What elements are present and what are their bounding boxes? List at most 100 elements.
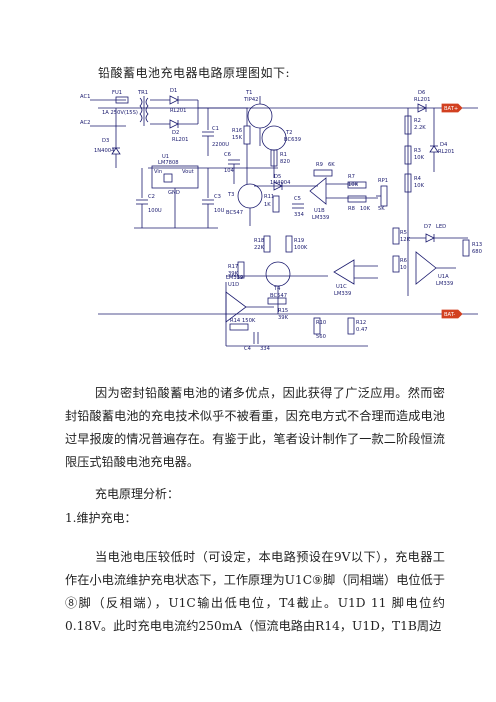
label-c2: C2 (148, 194, 155, 200)
label-r17: R17 (228, 264, 238, 270)
label-r1: R1 (280, 152, 287, 158)
label-u1b-part: LM339 (312, 215, 329, 221)
label-r9: R9 (316, 162, 323, 168)
circuit-schematic: AC1 AC2 FU1 1A 250V(15S) TR1 D1 RL201 D2… (80, 88, 482, 352)
label-d7: D7 (424, 224, 431, 230)
label-t3: T3 (227, 192, 234, 198)
label-d3-part: 1N4004 (94, 148, 115, 154)
label-r2: R2 (414, 118, 421, 124)
heading-principle: 充电原理分析： (95, 487, 180, 501)
label-r10: R10 (316, 320, 326, 326)
heading-maintenance-charge: 1.维护充电： (65, 511, 137, 525)
label-u1: U1 (162, 154, 169, 160)
label-tr1: TR1 (137, 90, 148, 96)
label-fuse-spec: 1A 250V(15S) (102, 110, 138, 116)
label-r14: R14 (230, 318, 241, 324)
label-t1: T1 (245, 90, 252, 96)
label-u1a: U1A (438, 274, 449, 280)
label-u1d-part: LM339 (226, 275, 243, 281)
label-r5-val: 12K (400, 237, 411, 243)
label-r13: R13 (472, 242, 482, 248)
label-u1a-part: LM339 (436, 281, 453, 287)
label-r6-val: 10 (400, 265, 407, 271)
label-u1b: U1B (314, 208, 325, 214)
label-r4: R4 (414, 176, 422, 182)
label-d1-part: RL201 (170, 108, 186, 114)
label-r1-val: 820 (280, 159, 290, 165)
label-u1c-part: LM339 (334, 291, 351, 297)
label-t4-part: BC547 (270, 293, 287, 299)
label-t2: T2 (285, 130, 292, 136)
label-bat-neg: BAT- (444, 312, 455, 318)
label-d3: D3 (102, 138, 109, 144)
label-c5: C5 (294, 196, 301, 202)
label-d5-part: 1N4004 (270, 180, 291, 186)
label-led: LED (436, 224, 446, 230)
label-vin: Vin (154, 169, 162, 175)
label-t1-part: TIP42 (243, 97, 258, 103)
label-r13-val: 680 (472, 249, 482, 255)
label-r16: R16 (232, 128, 242, 134)
label-r12-val: 0.47 (356, 327, 368, 333)
label-r9-val: 6K (328, 162, 335, 168)
label-r11-val: 1K (264, 202, 271, 208)
label-c6: C6 (224, 152, 231, 158)
label-u1-part: LM7808 (158, 160, 179, 166)
label-d6: D6 (418, 90, 425, 96)
label-r3: R3 (414, 148, 421, 154)
label-r18-val: 22K (254, 245, 265, 251)
label-vout: Vout (182, 169, 194, 175)
label-r8-val: 10K (360, 206, 371, 212)
label-c1: C1 (212, 126, 219, 132)
label-r3-val: 10K (414, 155, 425, 161)
label-r10-val: 560 (316, 334, 326, 340)
label-fu1: FU1 (112, 90, 122, 96)
label-c5-val: 334 (294, 212, 305, 218)
label-d4: D4 (440, 142, 448, 148)
label-d5: D5 (274, 174, 281, 180)
label-r7-val: 10K (348, 182, 359, 188)
label-c4-val: 334 (260, 346, 271, 352)
label-t4: T4 (273, 286, 281, 292)
document-title: 铅酸蓄电池充电器电路原理图如下: (98, 66, 291, 80)
label-r19-val: 100K (294, 245, 308, 251)
label-r6: R6 (400, 258, 407, 264)
label-r7: R7 (348, 174, 355, 180)
label-c3-val: 10U (214, 208, 225, 214)
label-d1: D1 (170, 88, 177, 94)
label-u1c: U1C (336, 284, 347, 290)
label-ac2: AC2 (80, 120, 90, 126)
label-r11: R11 (264, 194, 274, 200)
label-r5: R5 (400, 230, 407, 236)
paragraph-intro: 因为密封铅酸蓄电池的诸多优点，因此获得了广泛应用。然而密封铅酸蓄电池的充电技术似… (65, 386, 445, 470)
label-d2-part: RL201 (172, 137, 188, 143)
label-t3-part: BC547 (226, 210, 243, 216)
paragraph-maintenance: 当电池电压较低时（可设定，本电路预设在9V以下），充电器工作在小电流维护充电状态… (65, 550, 445, 634)
label-r19: R19 (294, 238, 304, 244)
label-t2-part: BC639 (284, 137, 301, 143)
label-r12: R12 (356, 320, 366, 326)
label-u1d: U1D (228, 282, 239, 288)
label-r18: R18 (254, 238, 264, 244)
label-c2-val: 100U (148, 208, 162, 214)
label-c4: C4 (244, 346, 252, 352)
label-r4-val: 10K (414, 183, 425, 189)
label-c3: C3 (214, 194, 221, 200)
label-r15: R15 (278, 308, 288, 314)
label-c6-val: 104 (224, 168, 235, 174)
label-rp1: RP1 (378, 178, 388, 184)
label-d6-part: RL201 (414, 97, 430, 103)
label-d4-part: RL201 (438, 149, 454, 155)
label-r2-val: 2.2K (414, 125, 426, 131)
label-r16-val: 15K (232, 135, 243, 141)
label-r17-val: 39K (228, 271, 239, 277)
label-d2: D2 (172, 130, 179, 136)
label-gnd: GND (168, 190, 180, 196)
label-c1-val: 2200U (212, 142, 229, 148)
label-ac1: AC1 (80, 94, 90, 100)
label-rp1-val: 5K (378, 206, 385, 212)
label-r8: R8 (348, 206, 355, 212)
label-r15-val: 39K (278, 315, 289, 321)
label-bat: BAT+ (444, 106, 458, 112)
